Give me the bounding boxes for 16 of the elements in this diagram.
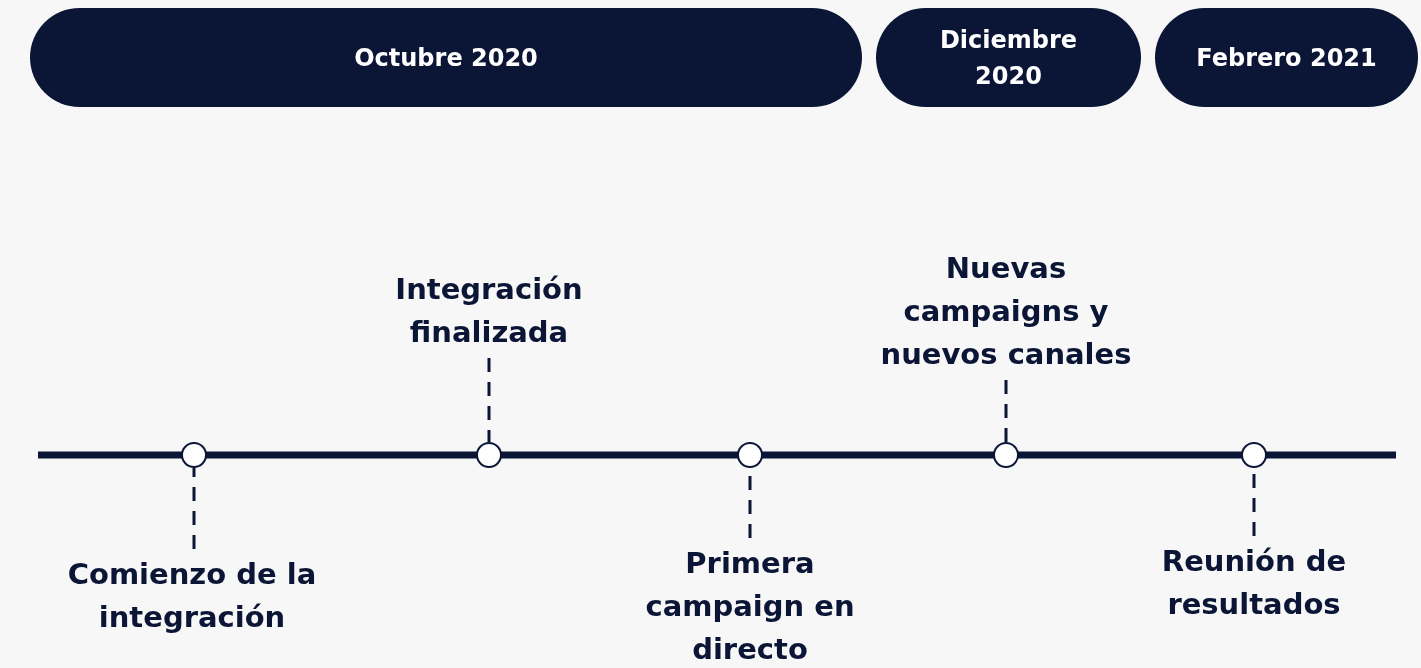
milestone-label: Primera campaign en directo xyxy=(620,542,880,668)
timeline-marker xyxy=(737,442,763,468)
timeline-marker xyxy=(993,442,1019,468)
leader-line xyxy=(192,468,196,549)
leader-line xyxy=(487,358,491,442)
milestone-label: Nuevas campaigns y nuevos canales xyxy=(861,247,1151,376)
timeline-marker xyxy=(1241,442,1267,468)
month-pill: Febrero 2021 xyxy=(1155,8,1418,107)
timeline-marker xyxy=(476,442,502,468)
milestone-label: Integración finalizada xyxy=(374,268,604,354)
month-pill: Diciembre 2020 xyxy=(876,8,1141,107)
milestone-label: Comienzo de la integración xyxy=(47,553,337,639)
month-pill: Octubre 2020 xyxy=(30,8,862,107)
milestone-label: Reunión de resultados xyxy=(1139,540,1369,626)
leader-line xyxy=(1004,380,1008,442)
timeline-marker xyxy=(181,442,207,468)
